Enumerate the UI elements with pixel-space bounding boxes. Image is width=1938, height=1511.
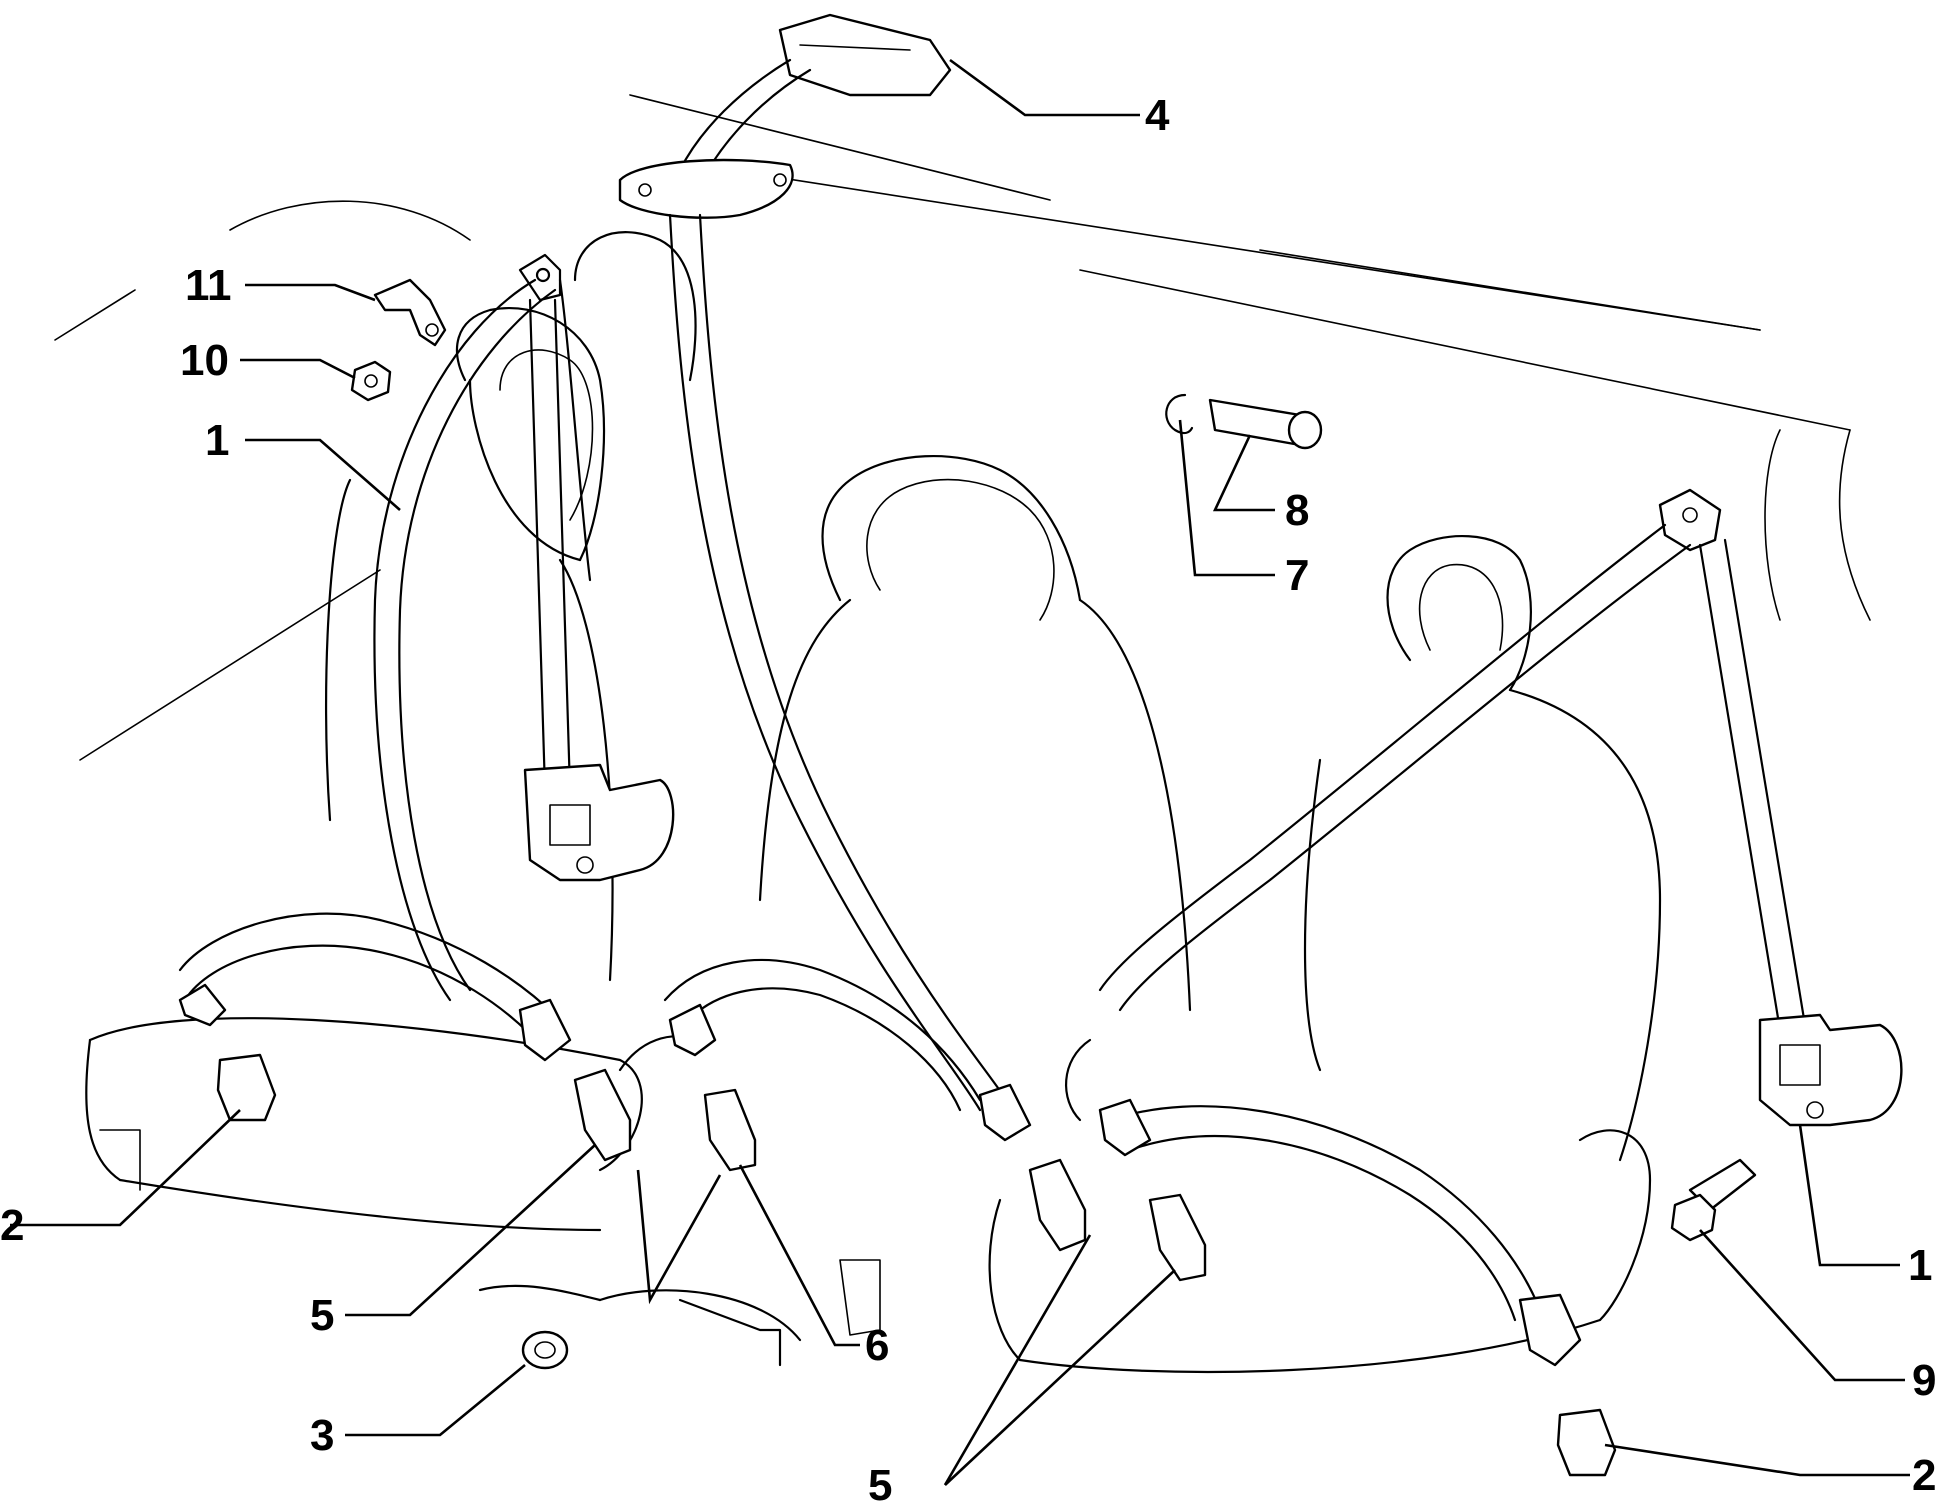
callout-1-right: 1: [1908, 1241, 1932, 1290]
center-belt-assembly: [618, 13, 1032, 1142]
bolt-and-washer: [1165, 393, 1323, 450]
callout-3: 3: [310, 1411, 334, 1460]
anchor-bolt: [1670, 1158, 1757, 1242]
car-body-outline: [54, 94, 1871, 761]
callout-1-left: 1: [205, 416, 229, 465]
bracket-and-nut: [350, 278, 447, 402]
right-belt-assembly: [1098, 488, 1903, 1367]
left-belt-assembly: [178, 253, 675, 1062]
buckles: [573, 1068, 1207, 1282]
left-seat: [85, 307, 643, 1232]
callout-labels: 11 10 1 4 8 7 2 5 6 3 5 1 9 2: [0, 91, 1936, 1510]
leader-lines: [10, 58, 1910, 1486]
callout-9: 9: [1912, 1356, 1936, 1405]
callout-2-left: 2: [0, 1201, 24, 1250]
buckle-covers: [216, 1053, 1617, 1477]
callout-2-right: 2: [1912, 1451, 1936, 1500]
callout-6: 6: [865, 1321, 889, 1370]
callout-5-bottom: 5: [868, 1461, 892, 1510]
callout-8: 8: [1285, 486, 1309, 535]
right-seat: [988, 535, 1662, 1374]
callout-5-left: 5: [310, 1291, 334, 1340]
callout-10: 10: [180, 336, 229, 385]
callout-11: 11: [185, 261, 232, 310]
callout-7: 7: [1285, 551, 1309, 600]
middle-seat: [478, 231, 1192, 1367]
spacer-part: [521, 1330, 569, 1370]
callout-4: 4: [1145, 91, 1170, 140]
